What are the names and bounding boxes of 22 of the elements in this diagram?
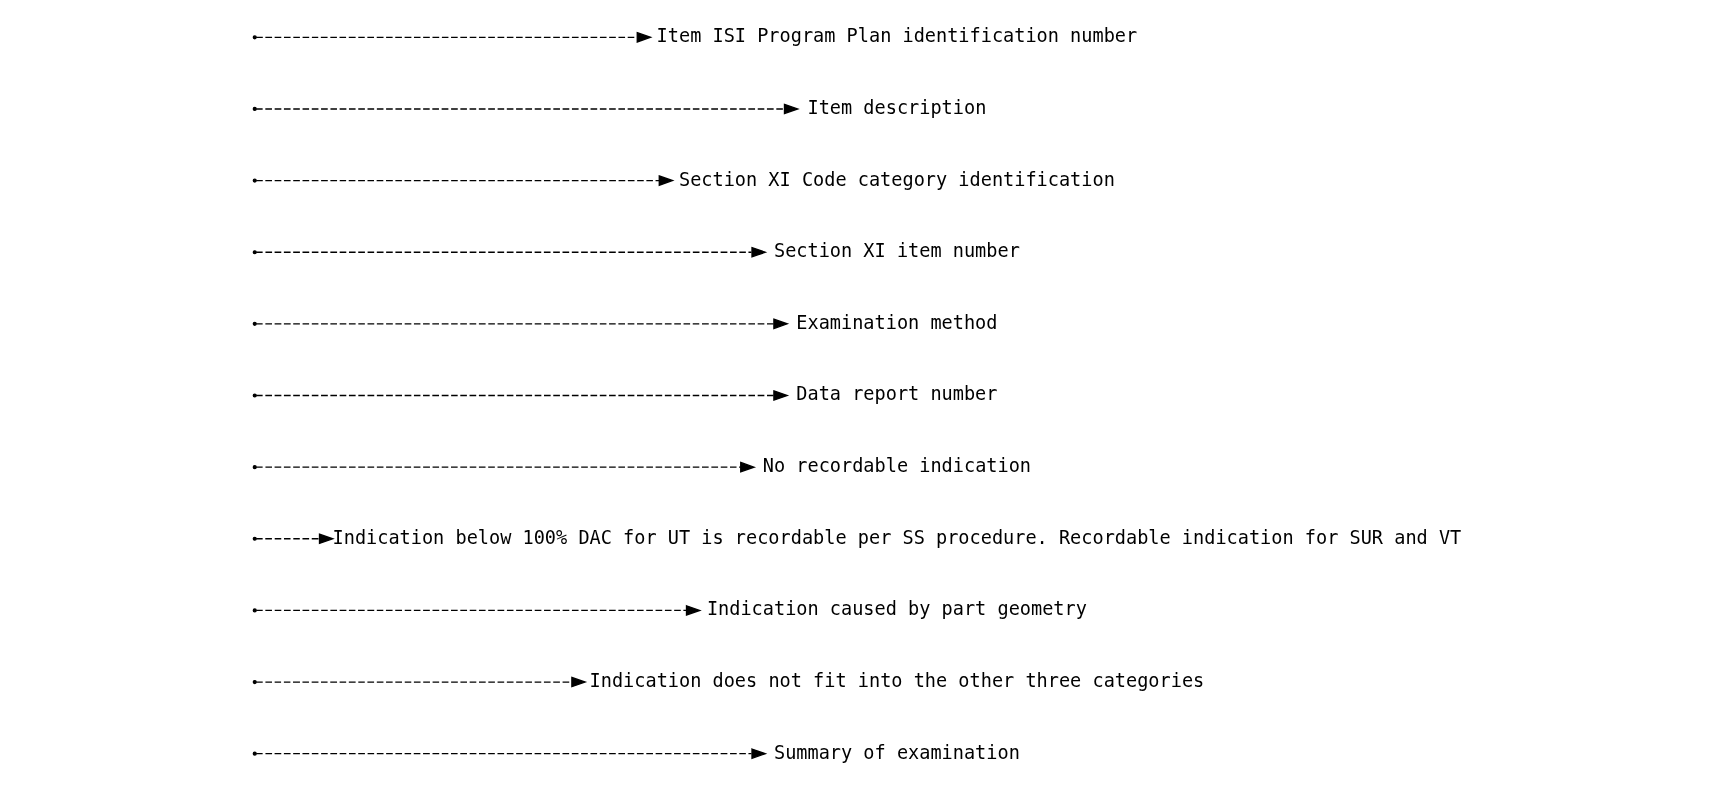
arrow — [255, 748, 767, 760]
arrow — [255, 604, 702, 616]
node-text: Indication below 100% DAC for UT is recordable per SS procedure. Recordable indication for SUR and VT — [332, 526, 1461, 548]
node-text: No recordable indication — [762, 455, 1031, 477]
node-text: Item ISI Program Plan identification number — [656, 25, 1137, 47]
node-text: Indication does not fit into the other three categories — [589, 669, 1204, 691]
arrow — [255, 389, 789, 402]
arrow — [255, 461, 756, 473]
arrow — [255, 31, 653, 43]
arrow — [255, 103, 800, 115]
node-text: Section XI Code category identification — [678, 168, 1115, 190]
node-text: Item description — [807, 96, 986, 118]
node-text: Section XI item number — [773, 240, 1020, 262]
node-text: Indication caused by part geometry — [706, 598, 1087, 620]
node-text: Data report number — [795, 383, 997, 405]
arrow — [255, 318, 789, 330]
arrow — [255, 676, 587, 688]
arrow — [255, 246, 767, 258]
arrow — [255, 175, 675, 187]
node-text: Examination method — [795, 311, 997, 333]
node-text: Summary of examination — [773, 741, 1020, 763]
arrow — [255, 533, 335, 545]
